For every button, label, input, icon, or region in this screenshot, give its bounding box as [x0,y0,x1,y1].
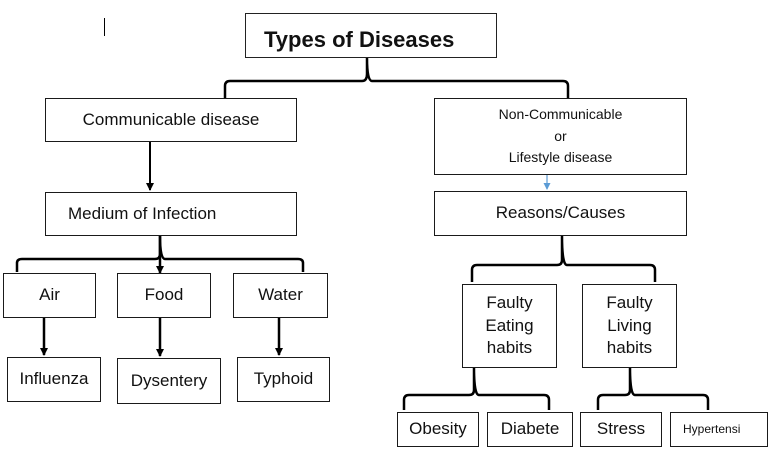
non-communicable-node: Non-Communicable or Lifestyle disease [434,98,687,175]
water-node: Water [233,273,328,318]
medium-of-infection-node: Medium of Infection [45,192,297,236]
reasons-causes-node: Reasons/Causes [434,191,687,236]
faulty-eating-habits-node: Faulty Eating habits [462,284,557,368]
text-cursor [104,18,105,36]
dysentery-node: Dysentery [117,358,221,404]
obesity-node: Obesity [397,412,479,447]
eating-brace [402,367,551,410]
faulty-living-habits-node: Faulty Living habits [582,284,677,368]
reasons-brace [470,235,657,282]
diabetes-node: Diabete [487,412,573,447]
air-node: Air [3,273,96,318]
typhoid-node: Typhoid [237,357,330,402]
hypertension-node: Hypertensi [670,412,768,447]
title-node: Types of Diseases [245,13,497,58]
living-brace [596,367,710,410]
title-brace [223,57,570,98]
stress-node: Stress [580,412,662,447]
food-node: Food [117,273,211,318]
communicable-disease-node: Communicable disease [45,98,297,142]
influenza-node: Influenza [7,357,101,402]
